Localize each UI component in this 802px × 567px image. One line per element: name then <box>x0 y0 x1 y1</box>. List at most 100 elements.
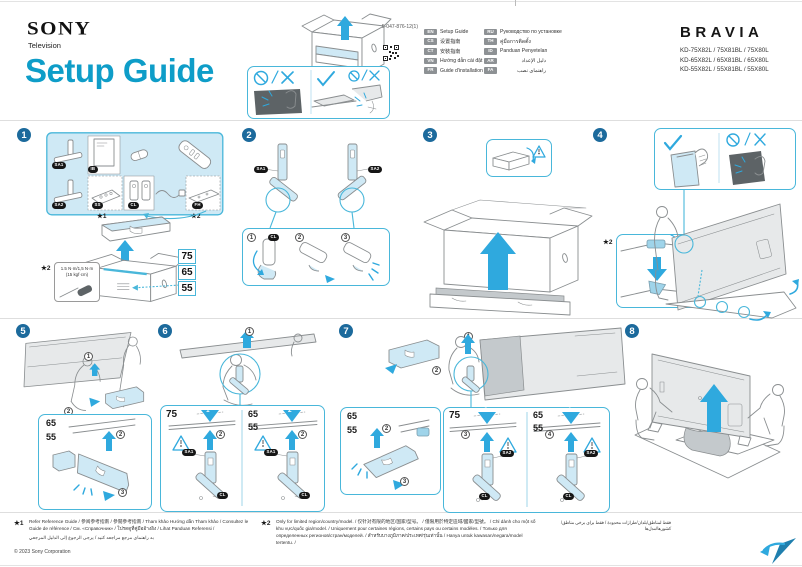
star2-mark-step4: ★2 <box>603 239 613 246</box>
row-separator <box>0 318 802 319</box>
check-icon <box>317 71 335 87</box>
step-3-badge: 3 <box>423 128 437 142</box>
cross-icon <box>754 133 766 146</box>
step-8-badge: 8 <box>625 324 639 338</box>
clip-attach-steps <box>252 238 380 283</box>
step7-6555-substep-4: 4 <box>545 430 554 439</box>
cross-icon-2 <box>369 70 380 81</box>
language-label: راهنمای نصب <box>517 67 546 74</box>
language-label: Setup Guide <box>440 28 469 35</box>
star1-mark: ★1 <box>97 213 107 220</box>
cross-icon <box>281 71 294 84</box>
callout-curve <box>143 210 207 220</box>
footnote-1-text: Refer Reference Guide / 参阅参考指南 / 參閱參考指南 … <box>29 519 249 532</box>
language-code: EN <box>424 28 437 36</box>
language-row: FA راهنمای نصب <box>484 66 546 76</box>
step5-substep-1: 1 <box>84 352 93 361</box>
tilt-warning-inset <box>486 139 552 177</box>
language-code: VN <box>424 57 437 65</box>
wedge-position-2: 2 <box>288 407 292 414</box>
step8-lift-illustration <box>634 353 785 479</box>
step7-panel-size-65: 65 <box>533 410 544 420</box>
page-bottom-edge <box>0 565 802 566</box>
step7-substep-2: 2 <box>432 366 441 375</box>
size-65-box: 65 <box>178 265 196 280</box>
step7-75-tag-sa2: SA2 <box>500 450 514 457</box>
part-tag-ib: IB <box>88 166 98 173</box>
step5-inset-illustration <box>52 418 136 501</box>
step7-inset-size-65: 65 <box>347 411 358 421</box>
part-tag-sa1: SA1 <box>52 162 66 169</box>
step5-inset-substep-3: 3 <box>118 488 127 497</box>
panel-size-75: 75 <box>166 409 178 420</box>
step7-75-substep-3: 3 <box>461 430 470 439</box>
panel-size-55: 55 <box>248 422 259 432</box>
bravia-logo: BRAVIA <box>680 24 764 41</box>
check-icon <box>663 134 683 151</box>
screwdriver-icon <box>59 285 93 298</box>
wedge-position-1: 1 <box>206 407 210 414</box>
stand-tv-illustration <box>654 190 799 321</box>
clip-attach-callout <box>242 228 390 286</box>
language-code: AR <box>484 57 497 65</box>
substep-2: 2 <box>295 233 304 242</box>
language-label: Hướng dẫn cài đặt <box>440 57 483 64</box>
header-caution-box <box>247 66 390 119</box>
fold-mark <box>515 0 516 6</box>
leg-tag-sa1: SA1 <box>254 166 268 173</box>
lift-carton-illustration <box>423 199 593 316</box>
part-tag-sa2: SA2 <box>52 202 66 209</box>
language-code: RU <box>484 28 497 36</box>
step7-inset-size-55: 55 <box>347 425 358 435</box>
prohibition-icon <box>726 133 740 147</box>
step6-main-illustration <box>179 330 317 406</box>
language-label: Panduan Penyetelan <box>500 48 548 55</box>
step-2-badge: 2 <box>242 128 256 142</box>
step5-inset-substep-2: 2 <box>116 430 125 439</box>
step7-75-tag-cl: CL <box>479 493 491 500</box>
size-75-box: 75 <box>178 249 196 264</box>
torque-value-line2: (15 kgf·cm) <box>65 272 89 277</box>
top-foam-illustration <box>101 216 171 242</box>
qr-code <box>383 45 399 61</box>
part-tag-fh: FH <box>192 202 204 209</box>
footer-separator <box>0 512 802 513</box>
step-7-badge: 7 <box>339 324 353 338</box>
footnote-1-marker: ★1 <box>14 520 24 527</box>
page-top-edge <box>0 1 802 2</box>
footnote-2-marker: ★2 <box>261 520 271 527</box>
step7-wedge-position-1: 1 <box>568 407 572 414</box>
step7-6555-tag-sa2: SA2 <box>584 450 598 457</box>
step7-foam-illustration <box>385 339 440 374</box>
step7-small-size-inset <box>340 407 441 495</box>
step7-panels-illustration <box>449 412 601 507</box>
step6-6555-substep-2: 2 <box>298 430 307 439</box>
language-code: FA <box>484 67 497 74</box>
step-4-badge: 4 <box>593 128 607 142</box>
copyright-notice: © 2023 Sony Corporation <box>14 549 71 555</box>
model-line: KD-55X82L / 55X81BL / 55X80L <box>680 66 769 74</box>
tv-carton-illustration <box>85 252 185 302</box>
step6-6555-tag-cl: CL <box>299 492 311 499</box>
language-label: دليل الإعداد <box>521 57 546 64</box>
step7-inset-illustration <box>351 419 430 490</box>
language-code: FR <box>424 67 437 74</box>
grip-caution-illustration <box>663 132 766 188</box>
footnote-2-text: Only for limited region/country/model. /… <box>276 519 536 546</box>
model-line: KD-75X82L / 75X81BL / 75X80L <box>680 47 769 54</box>
step7-inset-substep-2: 2 <box>382 424 391 433</box>
step7-inset-substep-3: 3 <box>400 477 409 486</box>
language-row: AR دليل الإعداد <box>484 56 546 66</box>
step6-75-substep-2: 2 <box>216 430 225 439</box>
product-type-label: Television <box>28 41 61 50</box>
accessories-panel <box>46 132 224 216</box>
prohibition-icon <box>253 70 269 86</box>
substep-3: 3 <box>341 233 350 242</box>
footnote-1-rtl-text: به راهنمای مرجع مراجعه کنید / يرجى الرجو… <box>29 535 154 540</box>
leg-tag-sa2: SA2 <box>368 166 382 173</box>
